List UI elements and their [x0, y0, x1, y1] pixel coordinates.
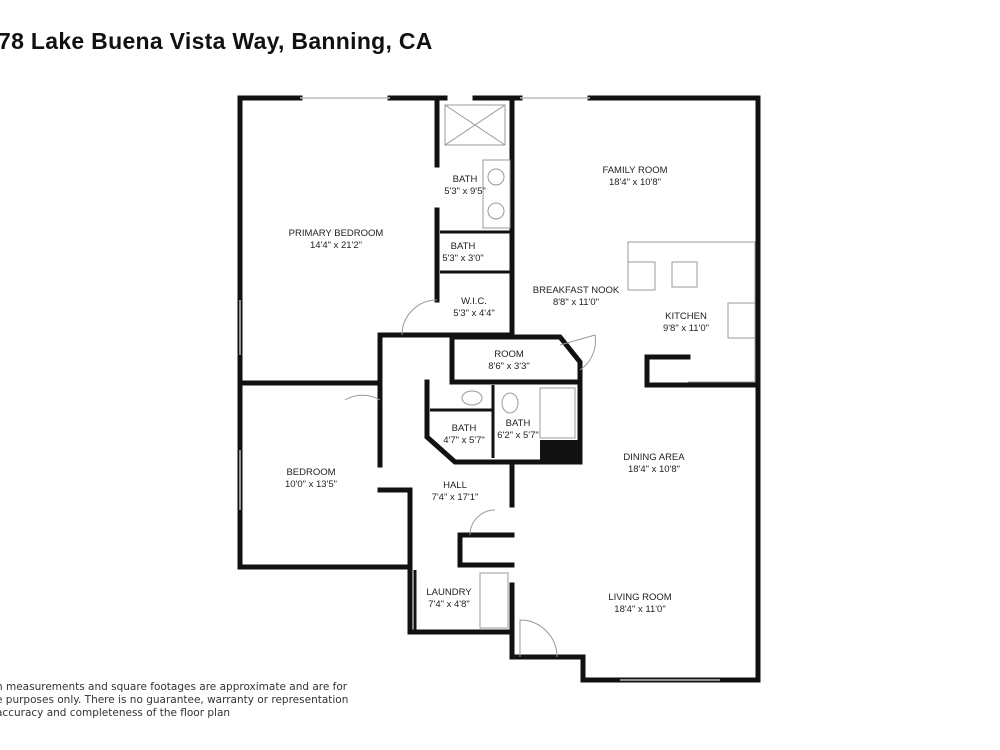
room-dims-room: 8'6" x 3'3" [488, 361, 530, 372]
room-dims-laundry: 7'4" x 4'8" [428, 599, 470, 610]
room-name-hall: HALL [443, 480, 467, 491]
room-dims-wic: 5'3" x 4'4" [453, 308, 495, 319]
room-dims-bath: 4'7" x 5'7" [443, 435, 485, 446]
walls [237, 95, 761, 683]
room-name-primary-bedroom: PRIMARY BEDROOM [289, 228, 384, 239]
room-labels: PRIMARY BEDROOM 14'4" x 21'2" BATH 5'3" … [285, 165, 709, 615]
room-dims-bath: 5'3" x 9'5" [444, 186, 486, 197]
room-dims-bedroom: 10'0" x 13'5" [285, 479, 337, 490]
room-name-room: ROOM [494, 349, 524, 360]
room-name-bath: BATH [506, 418, 531, 429]
room-name-laundry: LAUNDRY [426, 587, 472, 598]
room-dims-kitchen: 9'8" x 11'0" [663, 323, 709, 334]
disclaimer-line: accuracy and completeness of the floor p… [0, 707, 231, 719]
room-name-kitchen: KITCHEN [665, 311, 707, 322]
room-name-bedroom: BEDROOM [286, 467, 335, 478]
room-name-family-room: FAMILY ROOM [602, 165, 667, 176]
room-name-dining-area: DINING AREA [623, 452, 685, 463]
room-name-bath: BATH [453, 174, 478, 185]
room-dims-primary-bedroom: 14'4" x 21'2" [310, 240, 362, 251]
room-dims-breakfast-nook: 8'8" x 11'0" [553, 297, 599, 308]
room-name-living-room: LIVING ROOM [608, 592, 671, 603]
disclaimer-line: n measurements and square footages are a… [0, 681, 348, 693]
room-dims-dining-area: 18'4" x 10'8" [628, 464, 680, 475]
room-name-bath: BATH [452, 423, 477, 434]
disclaimer-text: n measurements and square footages are a… [0, 681, 348, 720]
room-dims-living-room: 18'4" x 11'0" [614, 604, 665, 615]
room-dims-bath: 6'2" x 5'7" [497, 430, 539, 441]
room-name-breakfast-nook: BREAKFAST NOOK [533, 285, 620, 296]
property-address-title: 78 Lake Buena Vista Way, Banning, CA [0, 28, 433, 54]
room-name-wic: W.I.C. [461, 296, 487, 307]
disclaimer-line: e purposes only. There is no guarantee, … [0, 694, 349, 706]
room-dims-hall: 7'4" x 17'1" [432, 492, 479, 503]
room-dims-bath: 5'3" x 3'0" [442, 253, 484, 264]
room-name-bath: BATH [451, 241, 476, 252]
room-dims-family-room: 18'4" x 10'8" [609, 177, 661, 188]
